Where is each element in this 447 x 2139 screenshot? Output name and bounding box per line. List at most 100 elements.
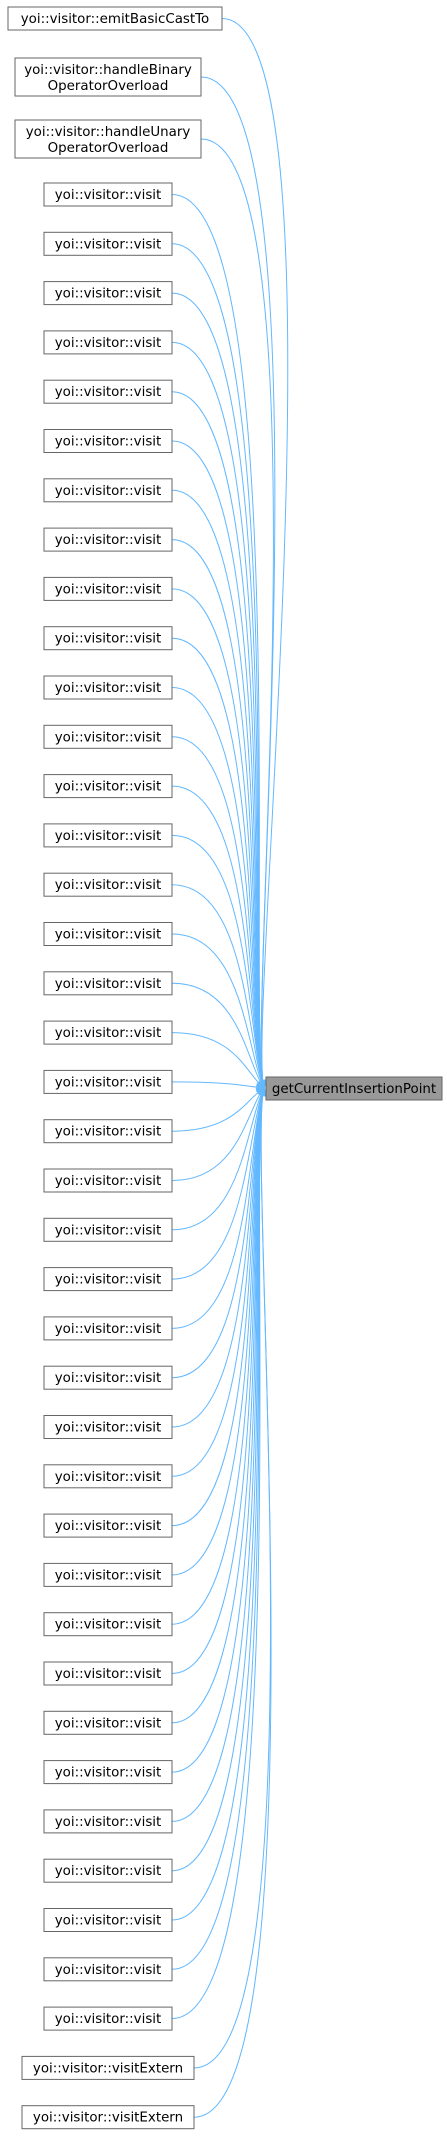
call-edge	[171, 588, 264, 1088]
call-edge	[171, 687, 264, 1089]
caller-node[interactable]: yoi::visitor::visit	[43, 1710, 173, 1735]
caller-node-label: yoi::visitor::visit	[55, 1618, 162, 1633]
caller-node[interactable]: yoi::visitor::handleUnaryOperatorOverloa…	[14, 119, 202, 159]
caller-node[interactable]: yoi::visitor::visit	[43, 182, 173, 207]
call-edge	[171, 440, 264, 1088]
caller-node[interactable]: yoi::visitor::visit	[43, 922, 173, 946]
caller-node-label: yoi::visitor::handleBinary	[24, 63, 192, 78]
caller-node-label: yoi::visitor::visit	[55, 1223, 162, 1238]
caller-node[interactable]: yoi::visitor::visit	[43, 1069, 173, 1094]
target-node-getcurrentinsertionpoint[interactable]: getCurrentInsertionPoint	[265, 1076, 443, 1101]
caller-node[interactable]: yoi::visitor::visit	[43, 429, 173, 453]
caller-node[interactable]: yoi::visitor::visit	[43, 1267, 173, 1292]
caller-node[interactable]: yoi::visitor::visit	[43, 1562, 173, 1587]
caller-node[interactable]: yoi::visitor::visit	[43, 2006, 173, 2031]
call-edge	[171, 884, 264, 1088]
caller-node[interactable]: yoi::visitor::visit	[43, 1513, 173, 1538]
caller-node[interactable]: yoi::visitor::visit	[43, 527, 173, 552]
caller-node[interactable]: yoi::visitor::visit	[43, 1020, 173, 1045]
caller-node-label: yoi::visitor::visit	[55, 1815, 162, 1830]
caller-node-label: yoi::visitor::visit	[55, 385, 162, 400]
caller-node-label: yoi::visitor::visitExtern	[33, 2111, 183, 2126]
caller-node[interactable]: yoi::visitor::visit	[43, 1661, 173, 1686]
caller-node-label: yoi::visitor::visit	[55, 287, 162, 302]
caller-node-label: yoi::visitor::visit	[55, 237, 162, 252]
caller-node[interactable]: yoi::visitor::visit	[43, 971, 173, 996]
caller-node[interactable]: yoi::visitor::visitExtern	[21, 2055, 195, 2080]
caller-node[interactable]: yoi::visitor::visit	[43, 330, 173, 355]
caller-node-label: yoi::visitor::visit	[55, 1568, 162, 1583]
caller-node-label: yoi::visitor::visit	[55, 582, 162, 597]
caller-node[interactable]: yoi::visitor::visit	[43, 1858, 173, 1883]
caller-node-label: yoi::visitor::visit	[55, 1075, 162, 1090]
caller-node[interactable]: yoi::visitor::visit	[43, 231, 173, 256]
edges	[171, 18, 289, 2118]
caller-node[interactable]: yoi::visitor::visit	[43, 576, 173, 601]
caller-node-label: OperatorOverload	[48, 79, 169, 94]
caller-node[interactable]: yoi::visitor::visit	[43, 626, 173, 651]
caller-node-label: yoi::visitor::visit	[55, 681, 162, 696]
caller-node-label: yoi::visitor::visit	[55, 1174, 162, 1189]
caller-node[interactable]: yoi::visitor::visit	[43, 1612, 173, 1637]
caller-node[interactable]: yoi::visitor::visit	[43, 774, 173, 799]
caller-node-label: yoi::visitor::visit	[55, 1914, 162, 1929]
caller-node-label: yoi::visitor::visit	[55, 435, 162, 450]
call-edge	[171, 1088, 264, 1280]
caller-node[interactable]: yoi::visitor::visit	[43, 724, 173, 749]
caller-node[interactable]: yoi::visitor::visit	[43, 1168, 173, 1193]
caller-node[interactable]: yoi::visitor::visit	[43, 1464, 173, 1489]
caller-node[interactable]: yoi::visitor::visit	[43, 379, 173, 404]
caller-node[interactable]: yoi::visitor::visit	[43, 1809, 173, 1834]
caller-node-label: OperatorOverload	[48, 141, 169, 156]
caller-node-label: yoi::visitor::visit	[55, 1371, 162, 1386]
caller-node[interactable]: yoi::visitor::visitExtern	[21, 2105, 195, 2130]
caller-node[interactable]: yoi::visitor::visit	[43, 478, 173, 503]
caller-node-label: yoi::visitor::visit	[55, 1766, 162, 1781]
caller-node-label: yoi::visitor::visit	[55, 336, 162, 351]
caller-node-label: yoi::visitor::visit	[55, 1026, 162, 1041]
call-edge	[221, 18, 289, 1089]
caller-node-label: yoi::visitor::visit	[55, 1273, 162, 1288]
caller-node-label: yoi::visitor::visit	[55, 730, 162, 745]
call-edge	[193, 1088, 272, 2118]
call-edge	[171, 1088, 264, 1822]
caller-node-label: yoi::visitor::visit	[55, 1421, 162, 1436]
target-node-label: getCurrentInsertionPoint	[272, 1082, 436, 1097]
caller-node[interactable]: yoi::visitor::visit	[43, 1957, 173, 1982]
call-edge	[171, 982, 264, 1088]
caller-node[interactable]: yoi::visitor::visit	[43, 1217, 173, 1242]
call-edge	[171, 933, 264, 1088]
caller-node[interactable]: yoi::visitor::handleBinaryOperatorOverlo…	[14, 57, 202, 97]
call-edge	[171, 1088, 264, 1329]
caller-node[interactable]: yoi::visitor::visit	[43, 1908, 173, 1932]
caller-node[interactable]: yoi::visitor::visit	[43, 1119, 173, 1144]
caller-node-label: yoi::visitor::visit	[55, 1667, 162, 1682]
call-edge	[171, 1088, 264, 1231]
caller-node[interactable]: yoi::visitor::visit	[43, 823, 173, 848]
caller-node-label: yoi::visitor::handleUnary	[26, 125, 191, 140]
caller-node-label: yoi::visitor::visit	[55, 977, 162, 992]
caller-node[interactable]: yoi::visitor::visit	[43, 1365, 173, 1390]
caller-node-label: yoi::visitor::visit	[55, 1322, 162, 1337]
caller-node-label: yoi::visitor::visit	[55, 1963, 162, 1978]
caller-node[interactable]: yoi::visitor::visit	[43, 1316, 173, 1341]
caller-node-label: yoi::visitor::visit	[55, 1125, 162, 1140]
caller-node-label: yoi::visitor::visit	[55, 632, 162, 647]
caller-node-label: yoi::visitor::visit	[55, 2012, 162, 2027]
caller-node-label: yoi::visitor::visit	[55, 1519, 162, 1534]
caller-node-label: yoi::visitor::visit	[55, 484, 162, 499]
caller-node[interactable]: yoi::visitor::visit	[43, 872, 173, 897]
caller-node[interactable]: yoi::visitor::visit	[43, 281, 173, 306]
caller-node[interactable]: yoi::visitor::visit	[43, 1415, 173, 1439]
call-edge	[171, 1032, 264, 1088]
caller-node[interactable]: yoi::visitor::visit	[43, 675, 173, 700]
caller-node-label: yoi::visitor::visit	[55, 1864, 162, 1879]
call-edge	[200, 138, 274, 1088]
caller-nodes: yoi::visitor::emitBasicCastToyoi::visito…	[7, 6, 223, 2130]
caller-node-label: yoi::visitor::visit	[55, 533, 162, 548]
caller-node[interactable]: yoi::visitor::emitBasicCastTo	[7, 6, 223, 31]
call-edge	[171, 1088, 264, 2020]
call-edge	[171, 1088, 264, 1181]
caller-node[interactable]: yoi::visitor::visit	[43, 1760, 173, 1785]
